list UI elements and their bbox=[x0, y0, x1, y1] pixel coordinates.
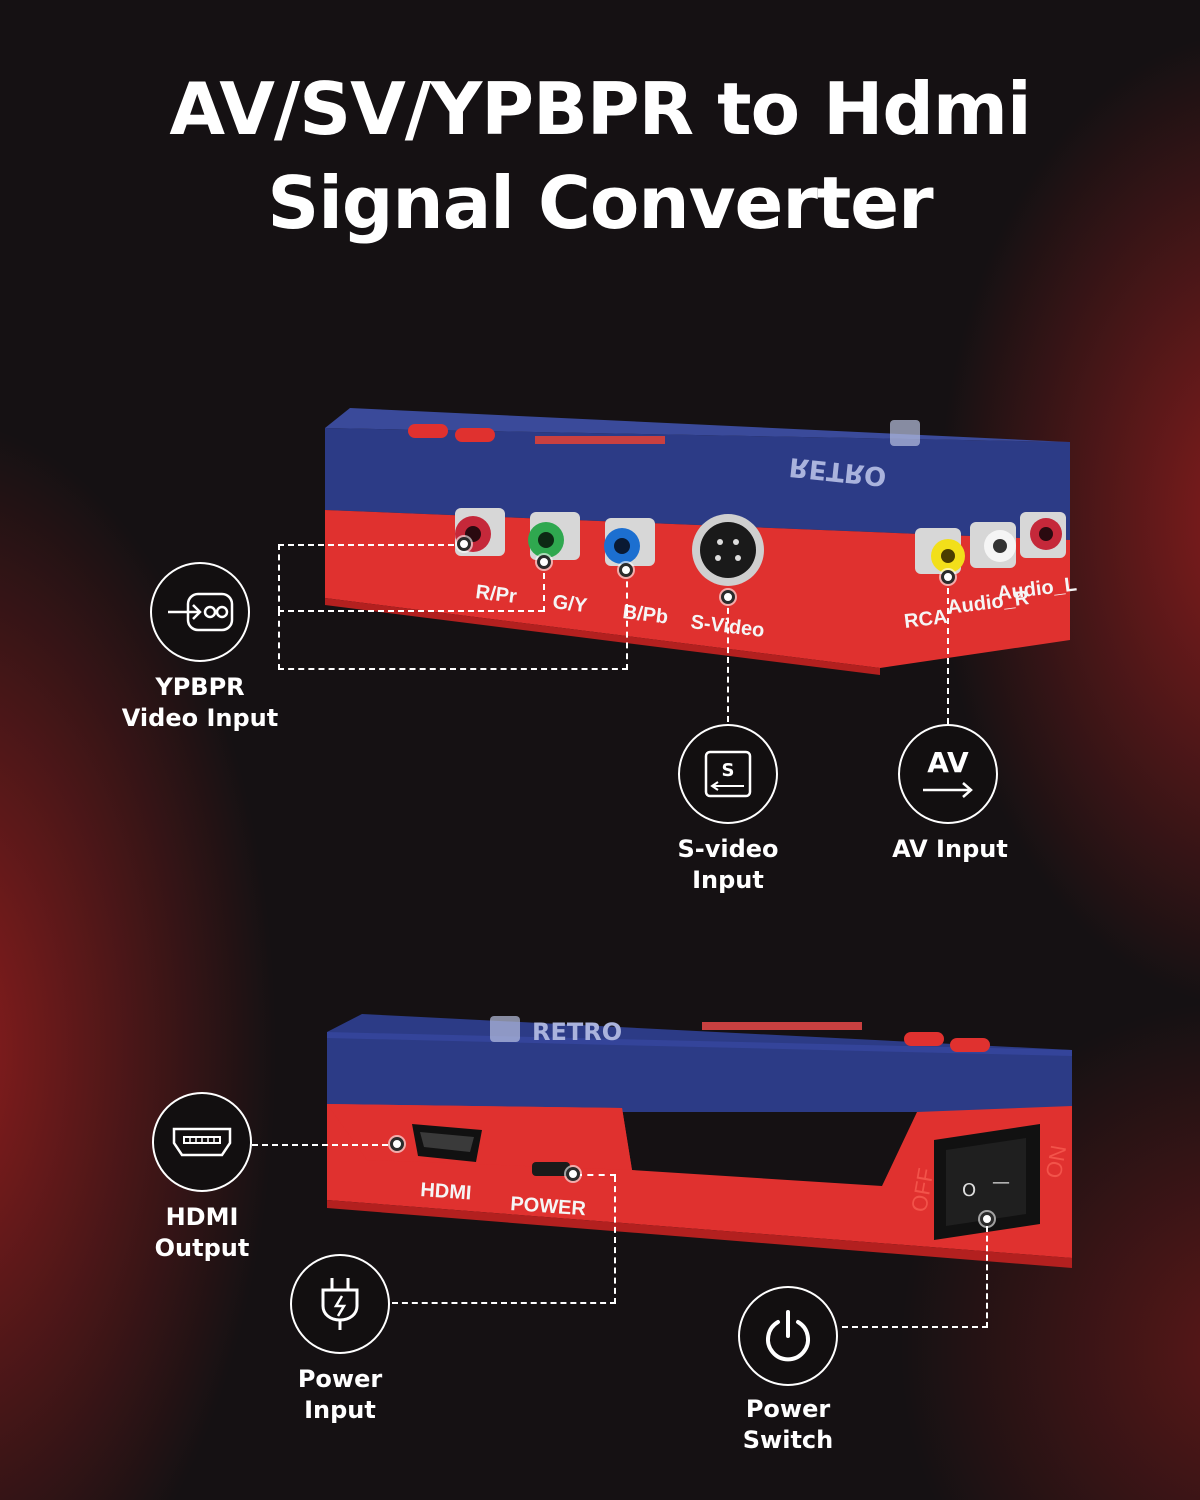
rocker-switch[interactable]: O — bbox=[934, 1124, 1040, 1240]
ypbpr-leader-lower bbox=[278, 610, 628, 670]
marker-s-video bbox=[721, 590, 735, 604]
power-input-leader-link bbox=[576, 1174, 616, 1176]
port-rca-video[interactable] bbox=[915, 528, 965, 574]
brand-logo-icon bbox=[890, 420, 920, 446]
converter-front-view: RETRO bbox=[320, 400, 1080, 690]
top-button-2[interactable] bbox=[455, 428, 495, 442]
converter-rear-illustration: RETRO O — HDMI POWER OFF ON bbox=[327, 1014, 1072, 1268]
ypbpr-leader-upper bbox=[278, 544, 464, 612]
port-b-pb[interactable] bbox=[604, 518, 655, 566]
s-video-icon: S bbox=[704, 750, 752, 798]
s-video-icon-letter: S bbox=[722, 760, 735, 781]
power-switch-icon-circle bbox=[738, 1286, 838, 1386]
title-line-2: Signal Converter bbox=[267, 161, 933, 245]
label-g-y: G/Y bbox=[551, 591, 589, 617]
component-input-icon bbox=[168, 592, 234, 632]
power-input-label: Power Input bbox=[297, 1365, 383, 1424]
top-button-1[interactable] bbox=[408, 424, 448, 438]
port-s-video[interactable] bbox=[692, 514, 764, 586]
marker-r-pr bbox=[457, 537, 471, 551]
power-port[interactable] bbox=[532, 1162, 570, 1176]
marker-b-pb bbox=[619, 563, 633, 577]
marker-power-input bbox=[566, 1167, 580, 1181]
label-rca: RCA bbox=[903, 606, 949, 633]
converter-rear-view: RETRO O — HDMI POWER OFF ON bbox=[322, 1000, 1082, 1290]
converter-front-illustration: RETRO bbox=[325, 408, 1078, 675]
ypbpr-label: YPBPR Video Input bbox=[121, 673, 279, 732]
rear-top-button-2[interactable] bbox=[950, 1038, 990, 1052]
av-icon-text: AV bbox=[927, 746, 969, 779]
ypbpr-leader-r-link bbox=[278, 610, 544, 612]
power-plug-icon bbox=[321, 1278, 359, 1330]
power-input-leader-vertical bbox=[614, 1176, 616, 1304]
rear-brand-logo-icon bbox=[490, 1016, 520, 1042]
ypbpr-leader-g-vertical bbox=[543, 562, 545, 612]
port-g-y[interactable] bbox=[528, 512, 580, 560]
label-power: POWER bbox=[510, 1193, 587, 1220]
label-hdmi: HDMI bbox=[420, 1179, 473, 1205]
ypbpr-leader-b-vertical bbox=[626, 570, 628, 610]
marker-rca bbox=[941, 570, 955, 584]
hdmi-port[interactable] bbox=[412, 1124, 482, 1162]
s-video-leader bbox=[727, 598, 729, 722]
label-r-pr: R/Pr bbox=[474, 581, 518, 608]
power-input-leader-horizontal bbox=[392, 1302, 616, 1304]
hdmi-leader bbox=[252, 1144, 398, 1146]
title-line-1: AV/SV/YPBPR to Hdmi bbox=[169, 67, 1031, 151]
hdmi-icon-circle bbox=[152, 1092, 252, 1192]
port-audio-l[interactable] bbox=[1020, 512, 1066, 558]
hdmi-port-icon bbox=[172, 1127, 232, 1157]
av-leader bbox=[947, 578, 949, 724]
s-video-icon-circle: S bbox=[678, 724, 778, 824]
rear-top-button-1[interactable] bbox=[904, 1032, 944, 1046]
power-switch-label: Power Switch bbox=[742, 1395, 834, 1454]
ypbpr-icon-circle bbox=[150, 562, 250, 662]
rear-brand-text: RETRO bbox=[532, 1018, 622, 1046]
page-title: AV/SV/YPBPR to Hdmi Signal Converter bbox=[0, 62, 1200, 250]
hdmi-label: HDMI Output bbox=[154, 1203, 250, 1262]
av-label: AV Input bbox=[892, 835, 1008, 863]
power-button-icon bbox=[766, 1310, 810, 1362]
marker-power-switch bbox=[980, 1212, 994, 1226]
marker-g-y bbox=[537, 555, 551, 569]
power-switch-leader-vertical bbox=[986, 1226, 988, 1328]
s-video-label: S-video Input bbox=[677, 835, 779, 894]
switch-on-mark: — bbox=[992, 1172, 1010, 1193]
av-arrow-icon: AV bbox=[923, 746, 973, 798]
port-audio-r[interactable] bbox=[970, 522, 1016, 568]
power-input-icon-circle bbox=[290, 1254, 390, 1354]
av-icon-circle: AV bbox=[898, 724, 998, 824]
power-switch-leader-horizontal bbox=[842, 1326, 988, 1328]
marker-hdmi bbox=[390, 1137, 404, 1151]
label-on: ON bbox=[1041, 1143, 1071, 1180]
switch-off-mark: O bbox=[962, 1180, 976, 1201]
